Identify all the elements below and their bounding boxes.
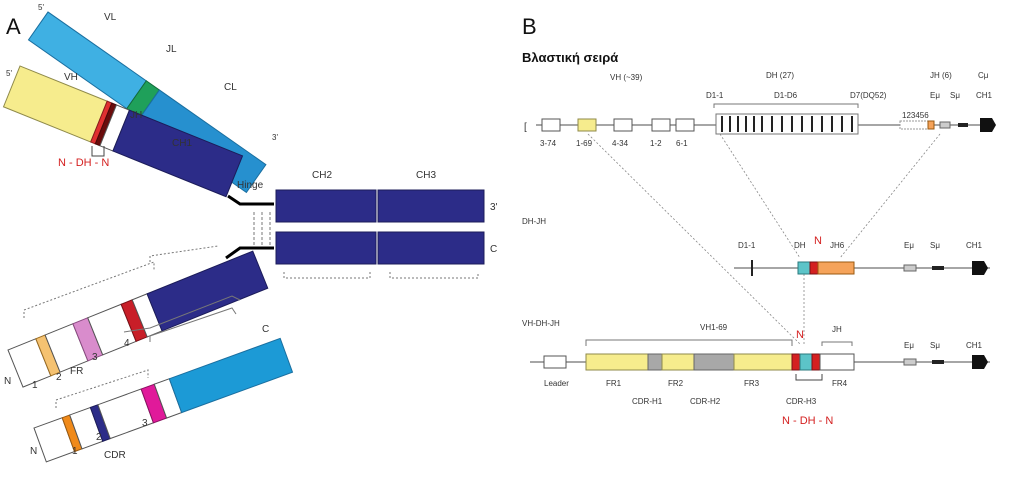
c-terminus-light: C xyxy=(262,324,269,335)
five-prime-light: 5' xyxy=(38,3,44,12)
jh-count-label: JH (6) xyxy=(930,71,952,80)
d7-label: D7(DQ52) xyxy=(850,91,887,100)
panel-a-letter: A xyxy=(6,14,21,39)
d1-1-germ-label: D1-1 xyxy=(706,91,724,100)
vh-6-1: 6-1 xyxy=(676,139,688,148)
n-vdj-label: N xyxy=(796,329,804,341)
cl-label: CL xyxy=(224,82,237,93)
fr-num-1: 1 xyxy=(32,380,38,391)
dh-jh-title: DH-JH xyxy=(522,217,546,226)
three-prime-light: 3' xyxy=(272,133,278,142)
jl-label: JL xyxy=(166,44,177,55)
n-dh-n-label-a: N - DH - N xyxy=(58,157,109,169)
vl-label: VL xyxy=(104,12,117,23)
fr4-label: FR4 xyxy=(832,379,848,388)
ch1-vdj-label: CH1 xyxy=(966,341,983,350)
n-terminus-heavy: N xyxy=(4,376,11,387)
smu-germ-label: Sμ xyxy=(950,91,960,100)
cdr-num-3: 3 xyxy=(142,418,148,429)
fr-num-2: 2 xyxy=(56,372,62,383)
fr-num-4: 4 xyxy=(124,338,130,349)
emu-germ-label: Eμ xyxy=(930,91,940,100)
c-terminus-fc: C xyxy=(490,244,497,255)
ch3-label: CH3 xyxy=(416,170,436,181)
germline-title: Βλαστική σειρά xyxy=(522,50,618,65)
emu-vdj-label: Eμ xyxy=(904,341,914,350)
heavy-chain-upper: 5' VH JH CH1 N - DH - N xyxy=(2,65,244,198)
hinge-lines xyxy=(225,194,274,260)
three-prime-fc: 3' xyxy=(490,202,498,213)
ch2-label: CH2 xyxy=(312,170,332,181)
jh-segment-numbers: 123456 xyxy=(902,111,929,120)
hinge-label: Hinge xyxy=(237,180,264,191)
dh-bracket xyxy=(91,146,105,157)
cdr-h3-label: CDR-H3 xyxy=(786,397,817,406)
smu-vdj-label: Sμ xyxy=(930,341,940,350)
n-terminus-light: N xyxy=(30,446,37,457)
vh-label: VH xyxy=(64,72,78,83)
panel-b-letter: B xyxy=(522,14,537,39)
ch1-label: CH1 xyxy=(172,138,192,149)
cdr-label: CDR xyxy=(104,450,126,461)
d1-d6-label: D1-D6 xyxy=(774,91,798,100)
dh-mid-label: DH xyxy=(794,241,806,250)
d1-1-label: D1-1 xyxy=(738,241,756,250)
heavy-chain-lower: N 1 2 FR 3 4 xyxy=(4,245,269,391)
ch1-germ-label: CH1 xyxy=(976,91,993,100)
leader-label: Leader xyxy=(544,379,569,388)
cdr-h2-label: CDR-H2 xyxy=(690,397,721,406)
ch1-mid-label: CH1 xyxy=(966,241,983,250)
vh-4-34: 4-34 xyxy=(612,139,629,148)
cdr-num-1: 1 xyxy=(72,446,78,457)
fr3-label: FR3 xyxy=(744,379,760,388)
vh-1-2: 1-2 xyxy=(650,139,662,148)
jh6-label: JH6 xyxy=(830,241,845,250)
bracket-open: [ xyxy=(524,122,527,133)
fc-region: CH2 CH3 3' C xyxy=(275,170,498,279)
fr2-label: FR2 xyxy=(668,379,684,388)
n-mid-label: N xyxy=(814,235,822,247)
emu-mid-label: Eμ xyxy=(904,241,914,250)
smu-mid-label: Sμ xyxy=(930,241,940,250)
cdr-num-2: 2 xyxy=(96,432,102,443)
vh-1-69: 1-69 xyxy=(576,139,593,148)
five-prime-heavy: 5' xyxy=(6,69,12,78)
light-chain-lower: N 1 2 3 CDR C xyxy=(30,307,294,463)
jh-vdj-label: JH xyxy=(832,325,842,334)
jh-label: JH xyxy=(130,110,142,121)
germline-locus: VH (~39) DH (27) JH (6) Cμ D1-1 D1-D6 D7… xyxy=(524,71,996,148)
dh-jh-rearrangement: DH-JH D1-1 DH N JH6 Eμ Sμ CH1 xyxy=(522,217,990,276)
fr1-label: FR1 xyxy=(606,379,622,388)
vh-count-label: VH (~39) xyxy=(610,73,643,82)
n-dh-n-label-b: N - DH - N xyxy=(782,415,833,427)
vdj-title: VH-DH-JH xyxy=(522,319,560,328)
fr-label: FR xyxy=(70,366,83,377)
cdr-h1-label: CDR-H1 xyxy=(632,397,663,406)
guide-lines xyxy=(587,133,941,345)
vh169-title: VH1-69 xyxy=(700,323,728,332)
cmu-label: Cμ xyxy=(978,71,989,80)
vh-3-74: 3-74 xyxy=(540,139,557,148)
vdj-rearrangement: VH-DH-JH VH1-69 N JH Eμ Sμ CH1 Leader FR… xyxy=(522,319,990,427)
fr-num-3: 3 xyxy=(92,352,98,363)
dh-count-label: DH (27) xyxy=(766,71,794,80)
